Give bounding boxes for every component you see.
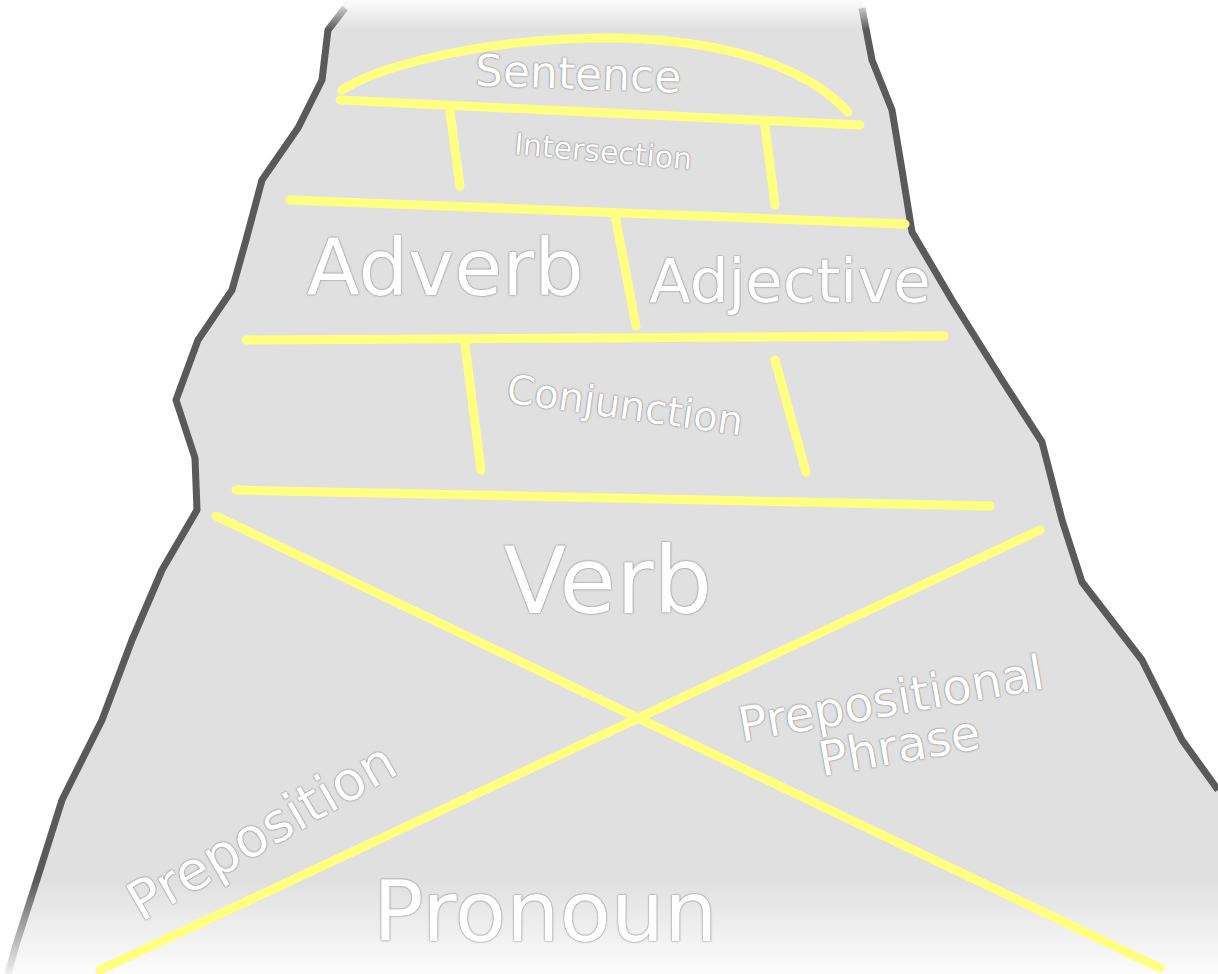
chalk-line <box>216 516 1160 968</box>
chalk-line <box>615 215 636 326</box>
chalk-line <box>765 126 775 205</box>
hopscotch-square: Adjective <box>649 250 931 311</box>
chalk-line <box>290 200 905 224</box>
square-label: Sentence <box>474 48 682 99</box>
chalk-lines <box>100 38 1160 970</box>
chalk-line <box>775 360 806 472</box>
square-label: Pronoun <box>373 870 717 954</box>
square-label: Verb <box>504 536 713 628</box>
hopscotch-square: Verb <box>504 536 713 628</box>
hopscotch-square: Adverb <box>307 229 584 307</box>
chalk-line <box>236 490 990 506</box>
hopscotch-square: Sentence <box>474 48 682 99</box>
square-label: Adverb <box>307 229 584 307</box>
top-fade <box>0 0 1218 30</box>
chalk-line <box>465 345 481 470</box>
square-label: Adjective <box>649 250 931 311</box>
chalk-line <box>340 100 860 125</box>
grey-path <box>8 0 1218 974</box>
chalk-line <box>450 112 460 186</box>
hopscotch-square: Pronoun <box>373 870 717 954</box>
chalk-line <box>246 336 944 340</box>
